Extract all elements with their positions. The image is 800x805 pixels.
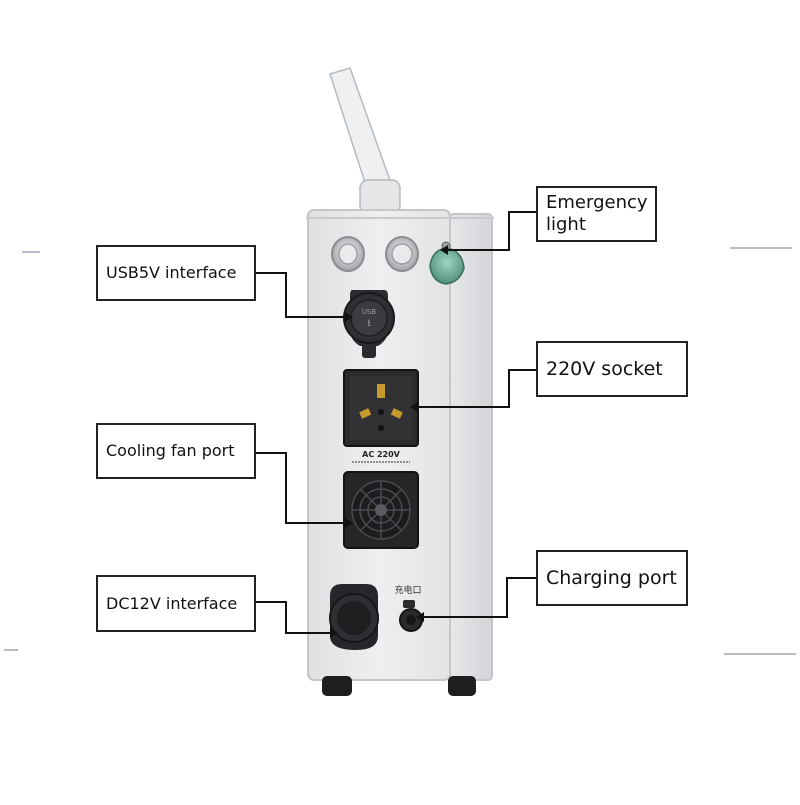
arrow-socket: [410, 402, 418, 412]
callout-charging-port: Charging port: [536, 550, 688, 606]
callout-emergency-text: Emergency light: [546, 192, 648, 235]
arrow-dc12v: [330, 628, 338, 638]
callout-dc12v-interface: DC12V interface: [96, 575, 256, 632]
leader-socket: [418, 369, 536, 408]
callout-socket-text: 220V socket: [546, 357, 663, 380]
usb-symbol-icon: ⭳: [367, 318, 371, 329]
callout-fan-text: Cooling fan port: [106, 441, 235, 461]
charging-port-label: 充电口: [394, 584, 421, 596]
ac-socket: AC 220V: [343, 369, 419, 463]
callout-220v-socket: 220V socket: [536, 341, 688, 397]
foot-left: [322, 676, 352, 696]
carry-handle: [329, 67, 401, 215]
usb-icon-text: USB: [362, 308, 377, 316]
callout-usb-interface: USB5V interface: [96, 245, 256, 301]
leader-charging: [424, 577, 536, 618]
leader-dc12v: [256, 601, 330, 634]
arrow-emergency: [440, 245, 448, 255]
edge-marks: [4, 247, 796, 655]
callout-emergency-light: Emergency light: [536, 186, 657, 242]
leader-lines: [256, 211, 536, 634]
leader-emergency: [448, 211, 536, 251]
socket-label: AC 220V: [362, 450, 401, 459]
callout-dc12v-text: DC12V interface: [106, 593, 238, 613]
callout-cooling-fan-port: Cooling fan port: [96, 423, 256, 479]
top-switch-knobs: [331, 236, 419, 272]
foot-right: [448, 676, 476, 696]
leader-usb: [256, 272, 345, 318]
callout-charging-text: Charging port: [546, 566, 677, 589]
leader-arrowheads: [330, 245, 448, 638]
leader-fan: [256, 452, 345, 524]
callout-usb-text: USB5V interface: [106, 263, 237, 283]
charging-port: 充电口: [394, 584, 423, 632]
usb-port: USB ⭳: [343, 290, 395, 358]
cooling-fan: [343, 471, 419, 549]
dc12v-port: [329, 584, 379, 650]
arrow-charging: [416, 612, 424, 622]
arrow-fan: [345, 518, 353, 528]
arrow-usb: [345, 312, 353, 322]
